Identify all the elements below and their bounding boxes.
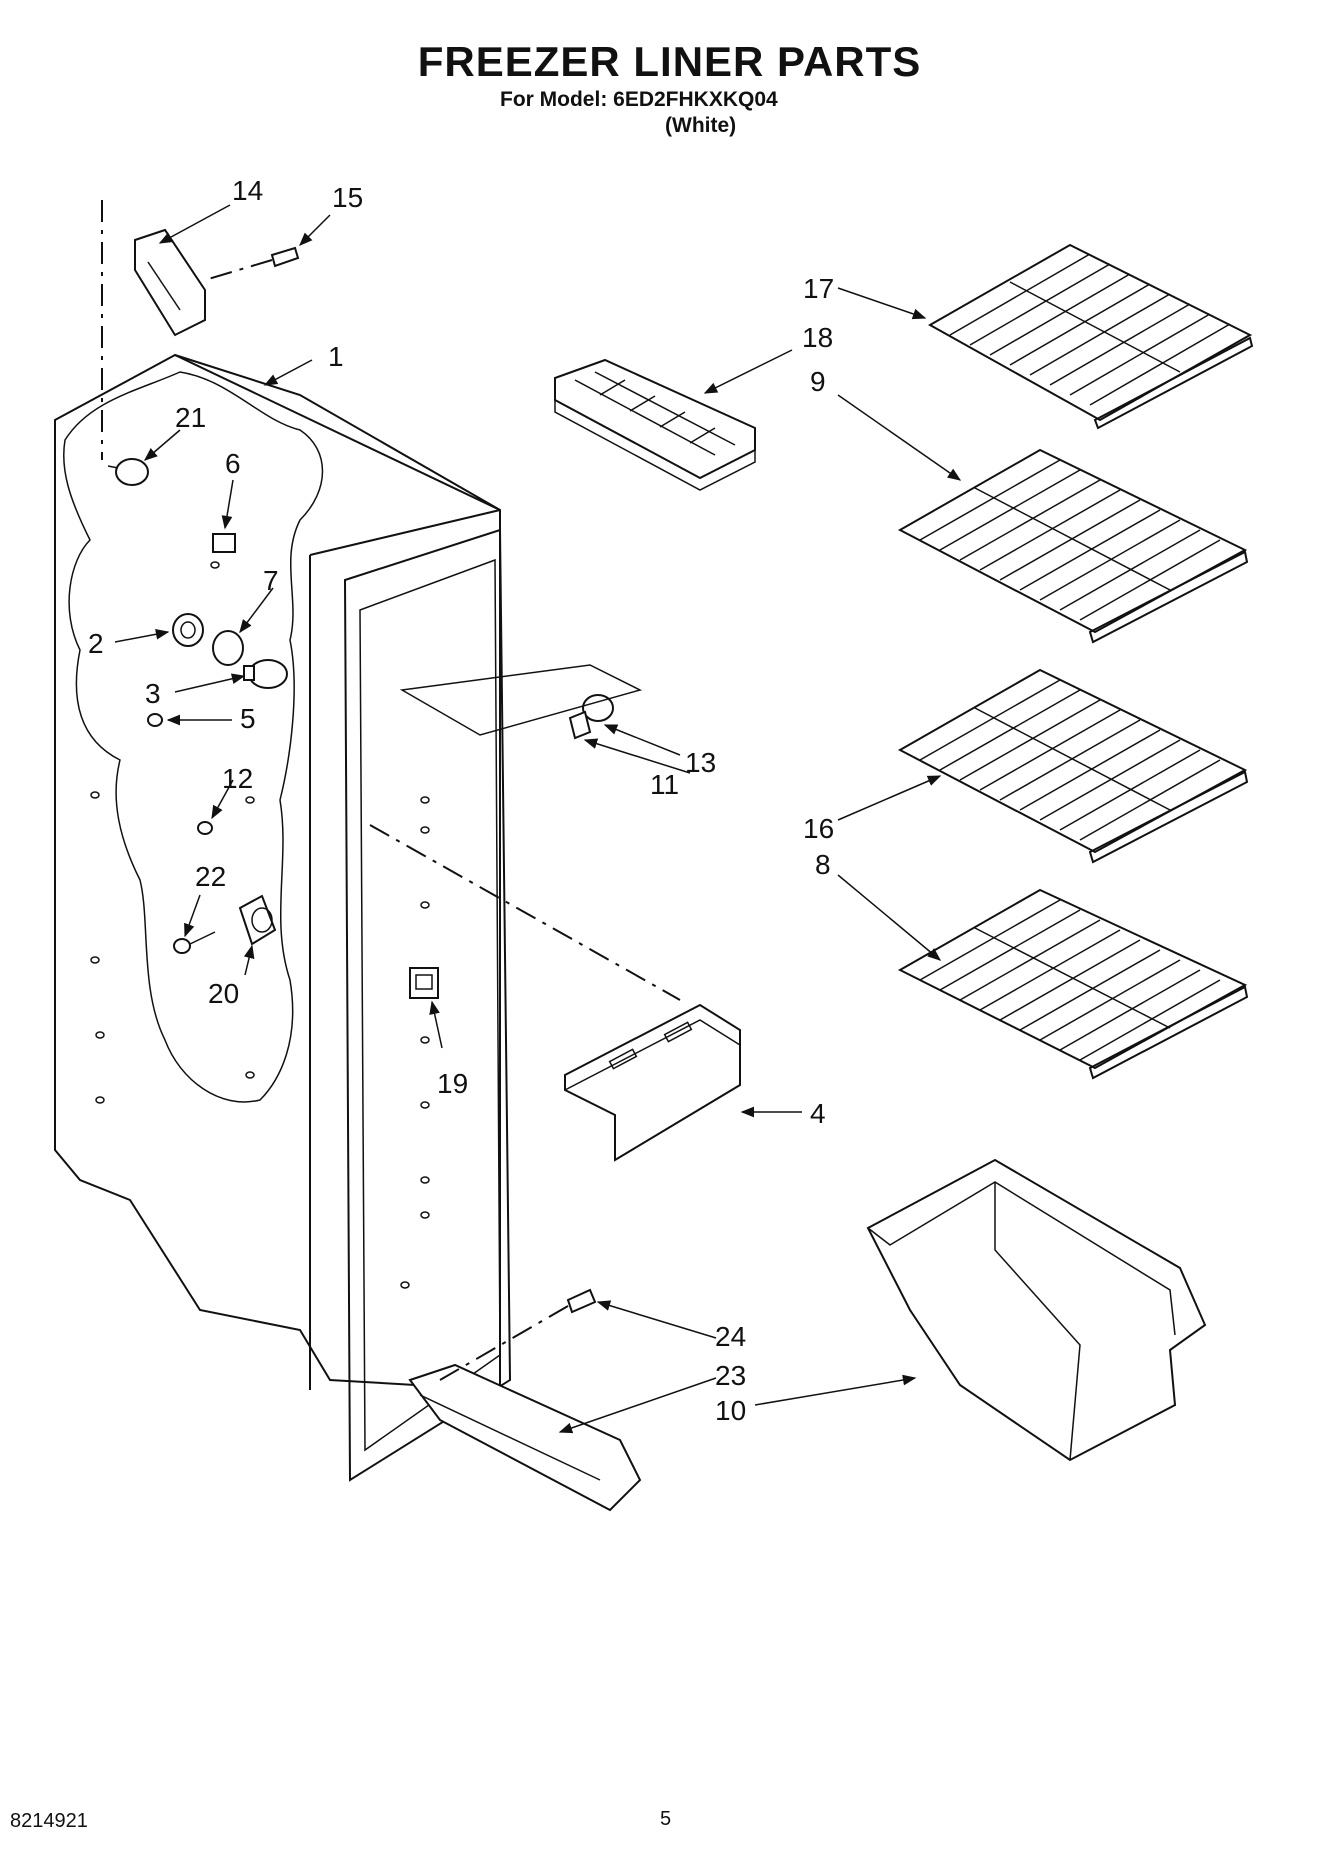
shelf-part-16: [897, 668, 1249, 864]
callout-8: 8: [815, 849, 831, 880]
socket-part-2: [172, 613, 204, 647]
bracket-part-23: [408, 1363, 642, 1512]
callout-14: 14: [232, 175, 263, 206]
color-variant: (White): [665, 114, 737, 137]
shelf-part-9: [897, 448, 1249, 644]
page-title: FREEZER LINER PARTS: [417, 38, 922, 85]
bin-part-10: [866, 1158, 1207, 1462]
callout-16: 16: [803, 813, 834, 844]
callout-1: 1: [328, 341, 344, 372]
shelf-part-17: [927, 243, 1254, 430]
document-number: 8214921: [10, 1810, 88, 1832]
thermostat-part-6: [212, 533, 236, 553]
cover-leader: [369, 824, 681, 1001]
damper-part-20: [238, 894, 277, 946]
callout-15: 15: [332, 182, 363, 213]
callout-12: 12: [222, 763, 253, 794]
callout-5: 5: [240, 703, 256, 734]
freezer-liner: [54, 353, 512, 1482]
bracket-part-14: [134, 228, 206, 337]
shelf-part-8: [897, 888, 1249, 1080]
screw-part-15: [204, 246, 300, 281]
shelf-support-part-13-11: [399, 664, 643, 740]
callout-24: 24: [715, 1321, 746, 1352]
callout-19: 19: [437, 1068, 468, 1099]
callout-21: 21: [175, 402, 206, 433]
callout-2: 2: [88, 628, 104, 659]
screw-part-24: [439, 1288, 597, 1381]
model-line: For Model: 6ED2FHKXKQ04: [500, 88, 778, 111]
screw-part-5: [147, 713, 163, 727]
light-housing-part-7: [212, 630, 244, 666]
callout-20: 20: [208, 978, 239, 1009]
page-number: 5: [660, 1808, 672, 1830]
leader-arrows: [114, 204, 962, 1434]
cover-part-4: [564, 1003, 741, 1162]
callout-7: 7: [263, 565, 279, 596]
plug-part-21: [107, 458, 149, 486]
callout-13: 13: [685, 747, 716, 778]
callout-10: 10: [715, 1395, 746, 1426]
callout-11: 11: [650, 769, 679, 800]
callout-6: 6: [225, 448, 241, 479]
callout-18: 18: [802, 322, 833, 353]
bulb-part-3: [243, 659, 288, 689]
callout-9: 9: [810, 366, 826, 397]
screw-part-12: [197, 821, 213, 835]
ice-tray-part-18: [554, 358, 756, 491]
callout-17: 17: [803, 273, 834, 304]
callout-4: 4: [810, 1098, 826, 1129]
screw-part-22: [173, 931, 216, 954]
callout-labels: 14 15 1 21 6 7 2 3 5 12 22 20 19 13 11 4…: [88, 175, 834, 1426]
switch-part-19: [409, 967, 439, 999]
callout-3: 3: [145, 678, 161, 709]
callout-22: 22: [195, 861, 226, 892]
callout-23: 23: [715, 1360, 746, 1391]
